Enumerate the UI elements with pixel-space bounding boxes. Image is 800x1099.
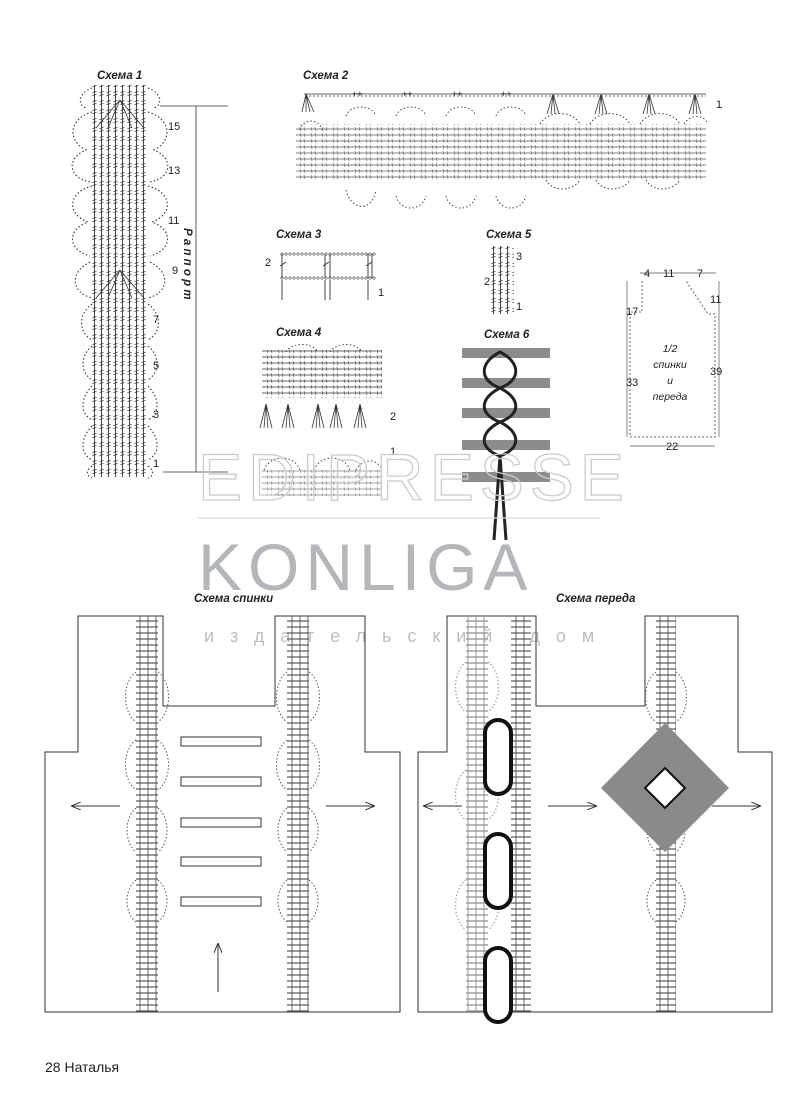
- scheme-1-row-5: 5: [153, 360, 159, 372]
- front-lace-strip-left: [511, 616, 531, 1012]
- scheme-5-row-3: 3: [516, 251, 522, 263]
- scheme-4-upper-rows: [262, 350, 382, 398]
- scheme-6-tie-ends: [492, 455, 508, 541]
- scheme-4-scallops: [263, 344, 383, 471]
- dim-top-right: 7: [697, 268, 703, 280]
- scheme-1-row-9: 9: [172, 265, 178, 277]
- scheme-2-top-chain: [304, 93, 706, 97]
- back-panel-outline: [44, 615, 401, 1013]
- scheme-3-row-1: 1: [378, 287, 384, 299]
- dim-bottom: 22: [666, 441, 678, 453]
- scheme-2-title: Схема 2: [303, 70, 349, 82]
- scheme-4-title: Схема 4: [276, 327, 322, 339]
- scheme-1-row-15: 15: [168, 121, 180, 133]
- pattern-piece-dim-lines: [626, 272, 720, 447]
- dim-right-full: 39: [710, 366, 722, 378]
- scheme-2-fans: [301, 93, 702, 115]
- dim-left-lower: 33: [626, 377, 638, 389]
- svg-text:++: ++: [352, 89, 363, 99]
- scheme-1-rapport-label: Р а п п о р т: [181, 228, 193, 300]
- dim-top-mid: 11: [663, 268, 674, 280]
- piece-label-line-4: переда: [653, 391, 688, 403]
- front-lace-strip-grey: [454, 616, 500, 1012]
- scheme-2-row-1: 1: [716, 99, 722, 111]
- scheme-1-row-3: 3: [153, 409, 159, 421]
- pattern-piece: 4 11 7 17 11 33 39 22 1/2 спинки и перед…: [626, 268, 722, 453]
- scheme-3: Схема 3 2 1: [265, 229, 384, 300]
- scheme-2-stitch-rows: [296, 124, 706, 180]
- pattern-piece-outline: [629, 280, 716, 438]
- scheme-3-top-chain: [280, 252, 376, 256]
- back-lace-strip-left: [125, 616, 169, 1012]
- back-panel: Схема спинки: [44, 593, 401, 1013]
- front-oval-rings: [483, 718, 513, 1024]
- scheme-4: Схема 4 2 1: [259, 327, 396, 496]
- scheme-3-stitches: [279, 254, 373, 300]
- scheme-1-row-numbers: 15 13 11 9 7 5 3 1: [153, 121, 180, 470]
- scheme-5-title: Схема 5: [486, 229, 532, 241]
- scheme-4-lower-rows: [262, 470, 382, 496]
- scheme-1-chain-loops: [71, 87, 169, 479]
- front-panel-outline: [417, 615, 773, 1013]
- dim-left-upper: 17: [626, 306, 638, 318]
- scheme-1-row-7: 7: [153, 314, 159, 326]
- svg-text:++: ++: [402, 89, 413, 99]
- scheme-1: Схема 1 15 13: [71, 70, 228, 479]
- piece-label-line-1: 1/2: [663, 343, 678, 355]
- watermark-line-2: KONLIGA: [198, 530, 533, 604]
- piece-label-line-2: спинки: [653, 359, 687, 371]
- scheme-5: Схема 5 3 2 1: [484, 229, 532, 314]
- scheme-5-row-2: 2: [484, 276, 490, 288]
- scheme-4-fans: [259, 403, 367, 429]
- scheme-1-title: Схема 1: [97, 70, 142, 82]
- piece-label-line-3: и: [667, 375, 673, 387]
- svg-text:++: ++: [452, 89, 463, 99]
- scheme-1-row-13: 13: [168, 165, 180, 177]
- scheme-6: Схема 6: [462, 329, 550, 541]
- front-diamond-window: [643, 766, 687, 810]
- front-panel-title: Схема переда: [556, 593, 636, 605]
- scheme-2-scallops: [299, 106, 709, 209]
- front-panel: Схема переда: [417, 593, 773, 1024]
- scheme-5-stitches: [490, 246, 514, 314]
- scheme-1-rapport-bracket: [160, 105, 228, 473]
- scheme-2: Схема 2 ++ ++: [296, 70, 722, 209]
- scheme-3-title: Схема 3: [276, 229, 322, 241]
- dim-right-upper: 11: [710, 294, 721, 306]
- watermark-line-1: EDIPRESSE: [198, 440, 630, 514]
- scheme-2-plus-marks: ++ ++ ++ ++: [352, 89, 512, 99]
- scheme-1-row-1: 1: [153, 458, 159, 470]
- scheme-5-row-1: 1: [516, 301, 522, 313]
- back-panel-title: Схема спинки: [194, 593, 273, 605]
- scheme-3-row-2: 2: [265, 257, 271, 269]
- scheme-3-bottom-chain: [280, 276, 376, 280]
- svg-text:++: ++: [501, 89, 512, 99]
- page-footer: 28 Наталья: [45, 1059, 119, 1075]
- back-lace-strip-right: [276, 616, 320, 1012]
- scheme-4-row-2: 2: [390, 411, 396, 423]
- scheme-6-bars: [462, 348, 550, 482]
- scheme-6-title: Схема 6: [484, 329, 530, 341]
- scheme-1-fans: [95, 99, 145, 299]
- dim-top-left: 4: [644, 268, 650, 280]
- scheme-1-row-11: 11: [168, 215, 179, 227]
- scheme-4-row-1: 1: [390, 446, 396, 458]
- back-slots: [180, 736, 262, 907]
- publisher-watermark: EDIPRESSE KONLIGA издательский дом: [197, 439, 630, 646]
- scheme-1-stitch-column: [92, 85, 148, 477]
- watermark-line-3: издательский дом: [204, 626, 610, 646]
